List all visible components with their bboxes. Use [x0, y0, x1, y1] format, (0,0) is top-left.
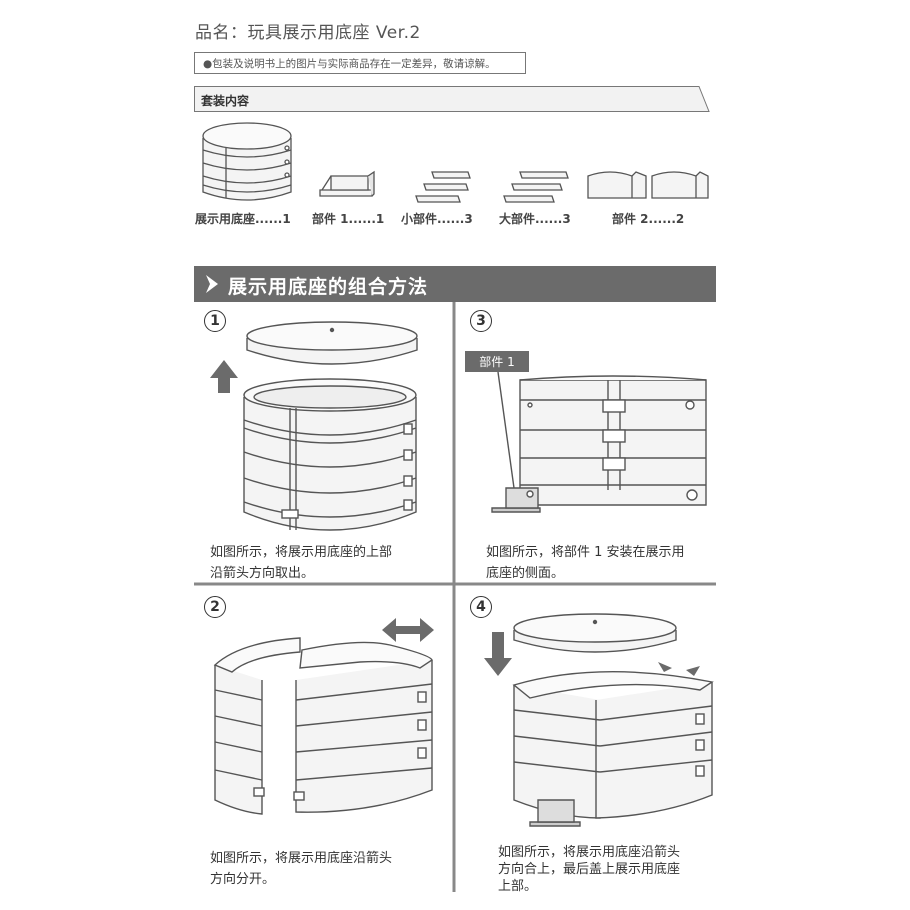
product-title: 品名：玩具展示用底座 Ver.2	[195, 23, 421, 43]
large-parts-illustration	[503, 171, 569, 203]
chevron-right-icon	[206, 275, 218, 293]
instruction-line: 沿箭头方向取出。	[210, 566, 315, 581]
contents-item-label: 部件 2......2	[612, 212, 685, 226]
arrow-down-icon	[484, 632, 512, 676]
instruction-line: 如图所示，将部件 1 安装在展示用	[486, 545, 685, 560]
contents-header-bar	[194, 86, 710, 112]
arrow-up-icon	[210, 360, 238, 393]
step-number-badge: 4	[470, 596, 492, 618]
small-parts-illustration	[415, 171, 471, 203]
part1-callout-tag: 部件 1	[465, 351, 529, 372]
step4-instructions: 如图所示，将展示用底座沿箭头 方向合上，最后盖上展示用底座 上部。	[498, 844, 680, 895]
step3-illustration	[491, 371, 707, 513]
instruction-line: 上部。	[498, 879, 538, 894]
step-number-badge: 2	[204, 596, 226, 618]
assembly-heading: 展示用底座的组合方法	[228, 276, 429, 298]
arrow-left-icon	[686, 666, 700, 676]
instruction-line: 底座的侧面。	[486, 566, 565, 581]
instruction-line: 方向分开。	[210, 872, 276, 887]
step2-instructions: 如图所示，将展示用底座沿箭头 方向分开。	[210, 848, 392, 890]
contents-item-label: 大部件......3	[499, 212, 571, 226]
step1-instructions: 如图所示，将展示用底座的上部 沿箭头方向取出。	[210, 542, 392, 584]
instruction-line: 如图所示，将展示用底座的上部	[210, 545, 393, 560]
base-stack-illustration	[202, 122, 292, 201]
step1-illustration	[210, 321, 418, 531]
part2-illustration	[587, 171, 709, 199]
instruction-line: 如图所示，将展示用底座沿箭头	[210, 851, 393, 866]
step4-illustration	[484, 613, 714, 827]
step-number-badge: 3	[470, 310, 492, 332]
assembly-banner	[194, 266, 716, 302]
instruction-line: 方向合上，最后盖上展示用底座	[498, 862, 681, 877]
instruction-line: 如图所示，将展示用底座沿箭头	[498, 845, 681, 860]
arrow-left-right-icon	[382, 618, 434, 642]
contents-item-label: 部件 1......1	[312, 212, 385, 226]
step2-illustration	[213, 618, 434, 815]
contents-item-label: 小部件......3	[401, 212, 473, 226]
step3-instructions: 如图所示，将部件 1 安装在展示用 底座的侧面。	[486, 542, 685, 584]
arrow-right-icon	[658, 662, 672, 672]
contents-item-label: 展示用底座......1	[195, 212, 291, 226]
disclaimer-notice: ●包装及说明书上的图片与实际商品存在一定差异，敬请谅解。	[194, 52, 526, 74]
contents-heading: 套装内容	[201, 94, 250, 108]
part1-illustration	[319, 170, 375, 197]
step-number-badge: 1	[204, 310, 226, 332]
